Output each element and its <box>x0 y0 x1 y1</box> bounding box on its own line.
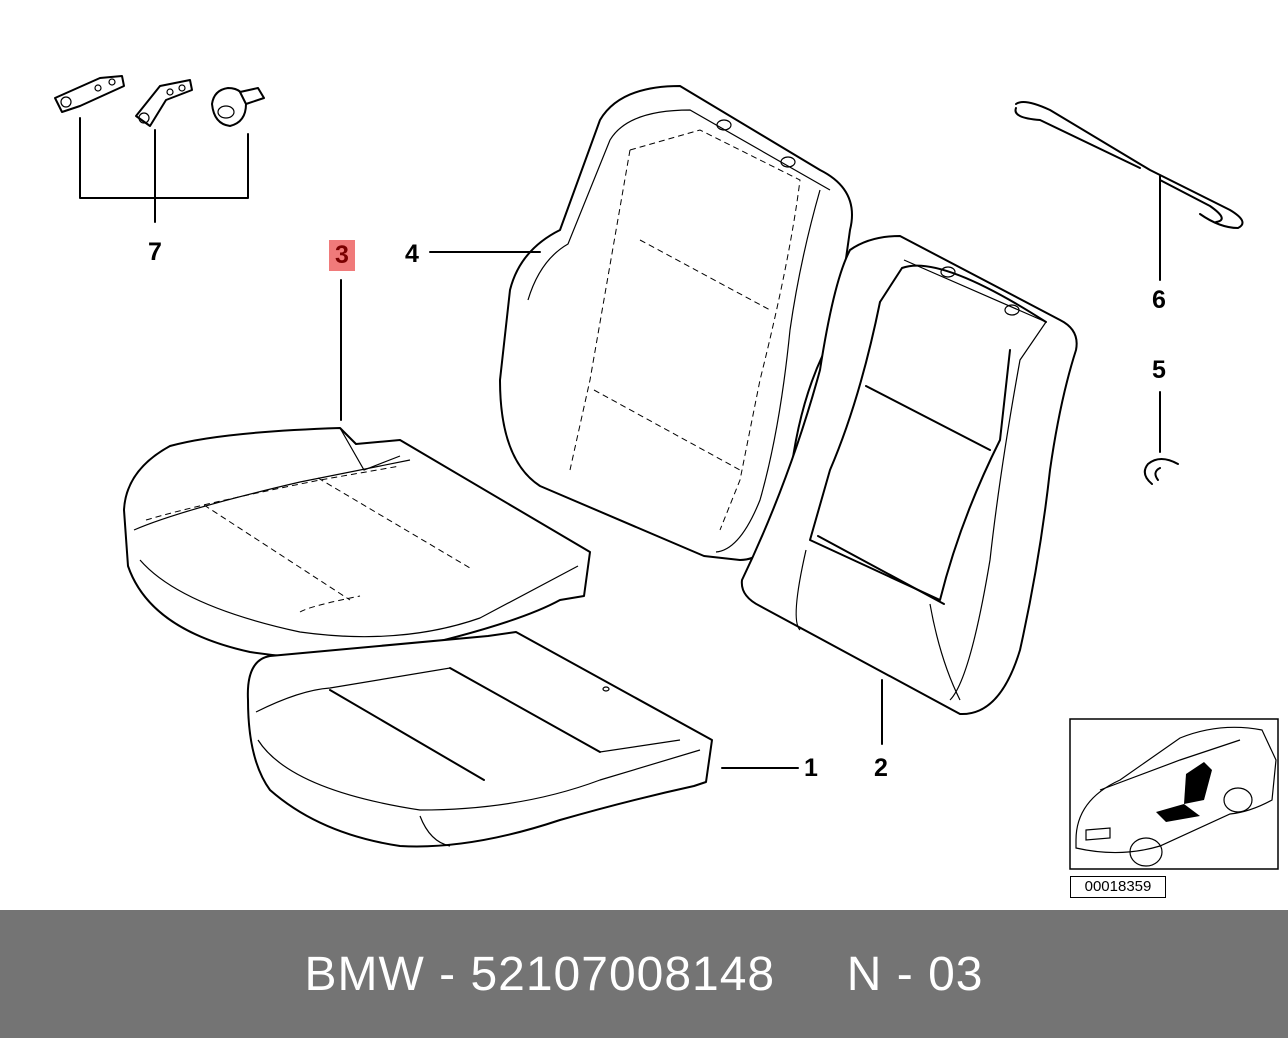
callout-4: 4 <box>405 240 419 268</box>
part-number-caption: BMW - 52107008148 N - 03 <box>304 947 984 1001</box>
callout-5: 5 <box>1152 356 1166 384</box>
part-5-clip <box>1143 458 1179 485</box>
diagram-reference-code: 00018359 <box>1070 876 1166 898</box>
part-3-seat-cushion-cover <box>123 427 591 659</box>
footer-bar: BMW - 52107008148 N - 03 <box>0 910 1288 1038</box>
part-2-backrest-pad <box>740 235 1078 716</box>
diagram-canvas <box>54 75 1279 870</box>
callout-2: 2 <box>874 754 888 782</box>
parts-diagram <box>54 75 1279 870</box>
callout-3-highlighted[interactable]: 3 <box>329 240 355 271</box>
part-7-bracket-middle <box>135 79 193 127</box>
part-7-leader <box>79 117 249 223</box>
part-4-backrest-cover <box>499 85 853 561</box>
part-7-bracket-left <box>54 75 125 113</box>
part-6-wire <box>1014 101 1244 229</box>
callout-1: 1 <box>804 754 818 782</box>
callout-6: 6 <box>1152 286 1166 314</box>
part-1-seat-cushion-base <box>246 631 713 848</box>
part-7-bolt <box>211 87 265 127</box>
callout-7: 7 <box>148 238 162 266</box>
car-location-inset <box>1069 718 1279 870</box>
